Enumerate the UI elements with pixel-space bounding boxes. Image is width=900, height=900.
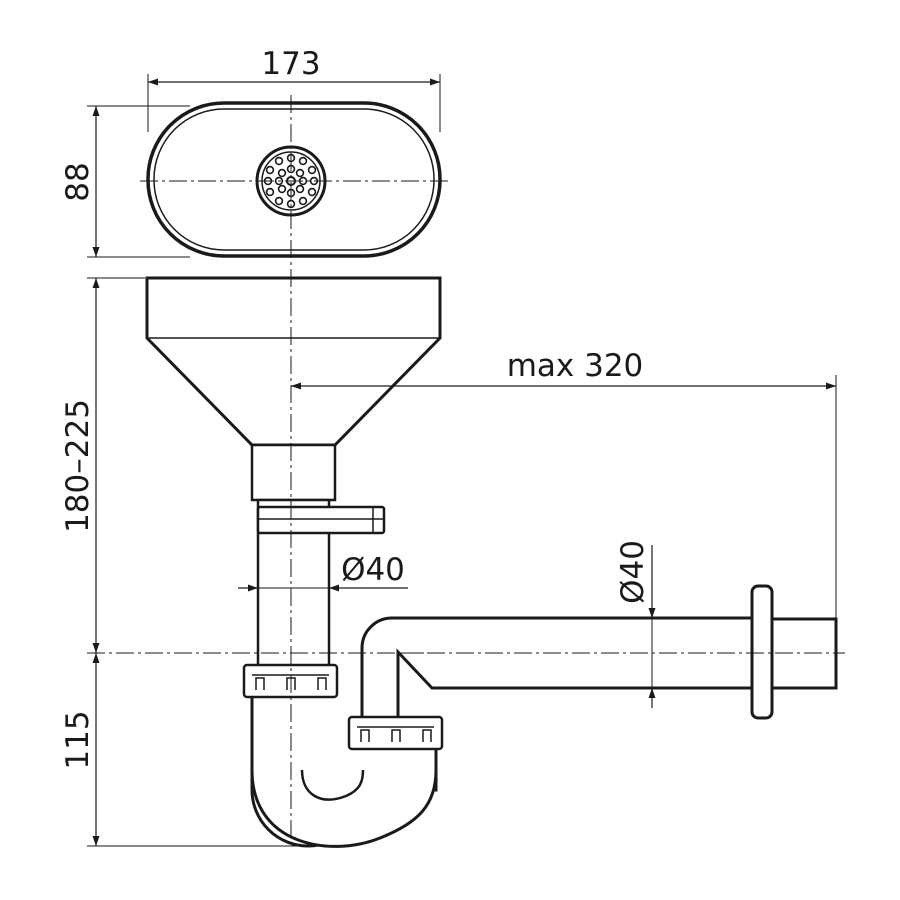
dimension-180-225 <box>87 277 145 653</box>
dimension-115 <box>87 653 305 847</box>
dimension-180-225-label: 180–225 <box>60 399 96 533</box>
oval-drain-inner <box>153 108 435 251</box>
side-centerlines <box>87 95 845 840</box>
top-view <box>140 101 448 258</box>
oval-drain-outer <box>146 101 442 258</box>
dimension-max-320 <box>291 375 837 618</box>
dimension-max-320-label: max 320 <box>507 348 644 384</box>
elbow-riser <box>360 616 757 720</box>
side-view <box>145 276 838 848</box>
dimension-diameter-horizontal-label: Ø40 <box>615 540 651 604</box>
dimension-115-label: 115 <box>60 710 96 769</box>
dimension-173-label: 173 <box>261 46 320 82</box>
funnel-neck <box>250 443 337 502</box>
u-trap-inner <box>300 769 365 801</box>
funnel-bowl <box>145 276 442 447</box>
dimension-173 <box>147 74 441 132</box>
dimension-88-label: 88 <box>60 162 96 201</box>
dimension-diameter-vertical-label: Ø40 <box>341 552 405 588</box>
overflow-clip <box>256 505 386 535</box>
wall-flange <box>750 584 774 720</box>
right-nut <box>347 715 444 751</box>
dimension-88 <box>87 105 190 258</box>
